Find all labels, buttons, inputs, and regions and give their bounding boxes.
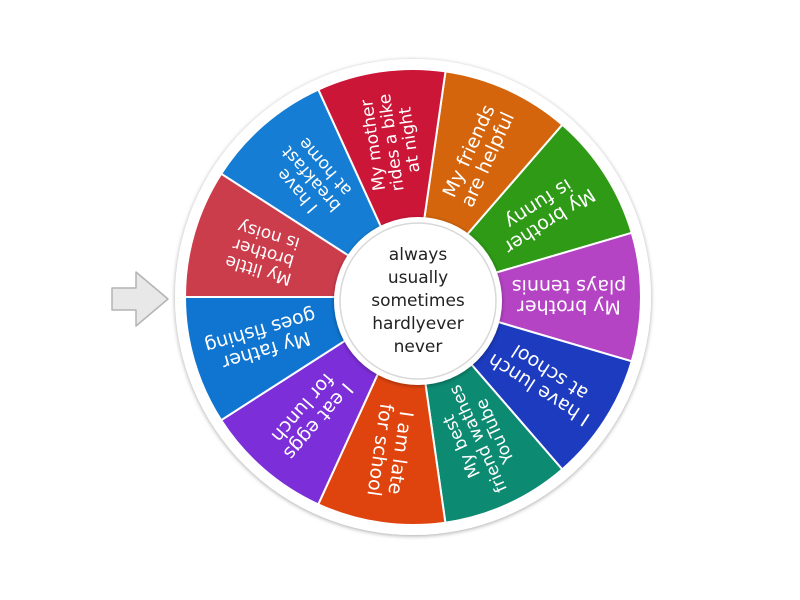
hub-line: sometimes	[371, 290, 465, 311]
wheel-segment[interactable]	[409, 231, 642, 363]
segment-label: My brotherplays tennis	[512, 275, 627, 318]
pointer-arrow-icon[interactable]	[111, 271, 169, 327]
hub-line: usually	[387, 267, 449, 288]
hub-line: hardlyever	[372, 313, 464, 334]
wheel-hub[interactable]	[339, 222, 497, 380]
hub-line: always	[388, 244, 448, 265]
segment-label: My motherrides a bikeat night	[357, 90, 427, 195]
hub-line: never	[393, 336, 443, 357]
hub-text: always usually sometimes hardlyever neve…	[352, 233, 484, 369]
